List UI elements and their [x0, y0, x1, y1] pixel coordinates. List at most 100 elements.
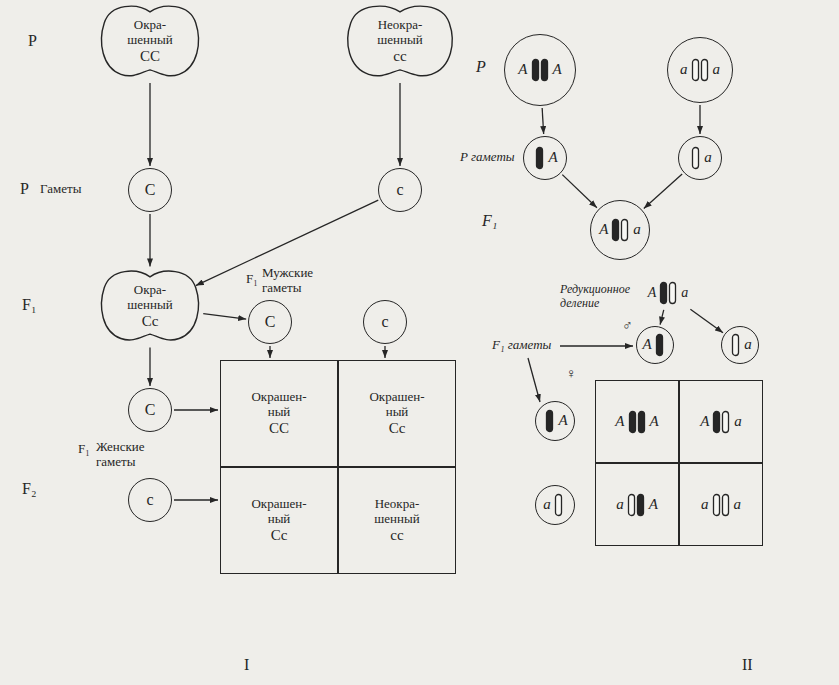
arrow-connector: [174, 499, 218, 500]
gamete-circle: c: [378, 168, 422, 212]
cell-outline: Неокра- шенныйcc: [344, 3, 456, 81]
punnett-cell: Aa: [679, 380, 763, 463]
gamete-circle: Aa: [590, 200, 650, 260]
punnett-cell: Окрашен- ныйCc: [220, 467, 338, 574]
chromosome-symbol: [712, 410, 731, 434]
node-text: C: [145, 181, 156, 199]
diagram-label: F₁ гаметы: [492, 338, 551, 353]
diagram-label: P: [476, 58, 486, 76]
chromosome-symbol: [531, 58, 550, 82]
gamete-circle: a: [678, 136, 722, 180]
gamete-circle: c: [128, 478, 172, 522]
node-text: Cc: [389, 420, 406, 437]
diagram-label: P: [28, 32, 37, 50]
node-text: Окрашен- ный: [246, 497, 312, 527]
node-text: A: [642, 336, 651, 353]
diagram-label: Мужские гаметы: [262, 266, 324, 296]
gamete-circle: C: [248, 300, 292, 344]
diagram-label: F₂: [22, 480, 36, 498]
chromosome-symbol: [611, 218, 630, 242]
arrow-connector: [542, 108, 543, 134]
node-text: Окра- шенный: [117, 18, 183, 48]
node-text: cc: [390, 527, 403, 544]
node-text: a: [734, 413, 742, 430]
diagram-label: F₁: [22, 296, 36, 314]
node-text: Окрашен- ный: [364, 390, 430, 420]
diagram-label: Женские гаметы: [96, 440, 156, 470]
chromosome-symbol: [731, 333, 741, 357]
chromosome-symbol: [659, 281, 678, 305]
gamete-circle: a: [721, 326, 759, 364]
arrow-connector: [660, 310, 664, 325]
node-text: a: [681, 285, 688, 301]
node-text: a: [744, 336, 752, 353]
punnett-cell: Неокра- шенныйcc: [338, 467, 456, 574]
chromosome-symbol: [554, 493, 564, 517]
cell-outline: Окра- шенныйCc: [98, 268, 202, 345]
diagram-label: F₁: [482, 212, 497, 230]
node-text: A: [558, 412, 567, 429]
node-text: C: [265, 313, 276, 331]
node-text: A: [518, 61, 527, 78]
arrow-connector: [399, 83, 400, 166]
node-text: a: [713, 61, 721, 78]
node-text: A: [700, 413, 709, 430]
chromosome-symbol: [691, 58, 710, 82]
gamete-circle: c: [363, 300, 407, 344]
node-text: C: [145, 401, 156, 419]
node-text: Окра- шенный: [117, 283, 183, 313]
arrow-connector: [203, 314, 246, 319]
punnett-cell: Окрашен- ныйCc: [338, 360, 456, 467]
node-text: a: [633, 221, 641, 238]
arrow-connector: [149, 83, 150, 166]
chromosome-symbol: [655, 333, 665, 357]
node-text: a: [616, 496, 624, 513]
gamete-circle: C: [128, 388, 172, 432]
gamete-circle: aa: [667, 37, 733, 103]
diagram-label: F₁: [246, 272, 258, 287]
diagram-label: P гаметы: [460, 150, 515, 165]
gamete-circle: AA: [504, 34, 576, 106]
arrow-connector: [699, 105, 700, 134]
chromosome-group: Aa: [646, 278, 691, 308]
node-text: Окрашен- ный: [246, 390, 312, 420]
gamete-circle: A: [523, 136, 567, 180]
diagram-label: Редукционное деление: [560, 283, 642, 311]
chromosome-symbol: [545, 409, 555, 433]
node-text: A: [548, 149, 557, 166]
node-text: A: [553, 61, 562, 78]
diagram-label: F₁: [78, 442, 90, 457]
chromosome-symbol: [691, 146, 701, 170]
arrow-connector: [174, 409, 218, 410]
diagram-label: ♀: [566, 366, 577, 382]
node-text: c: [381, 313, 388, 331]
gamete-circle: A: [535, 401, 575, 441]
node-text: A: [615, 413, 624, 430]
arrow-connector: [269, 346, 270, 358]
node-text: a: [701, 496, 709, 513]
diagram-label: ♂: [622, 318, 633, 334]
punnett-cell: Окрашен- ныйCC: [220, 360, 338, 467]
node-text: c: [396, 181, 403, 199]
node-text: c: [146, 491, 153, 509]
diagram-label: II: [742, 656, 753, 674]
node-text: A: [648, 285, 657, 301]
node-text: cc: [393, 48, 406, 65]
node-text: CC: [269, 420, 289, 437]
node-text: A: [650, 413, 659, 430]
leader-arrow: [560, 345, 633, 346]
arrow-connector: [149, 214, 150, 266]
node-text: CC: [140, 48, 160, 65]
punnett-cell: AA: [595, 380, 679, 463]
node-text: A: [649, 496, 658, 513]
arrow-connector: [562, 175, 597, 208]
cell-outline: Окра- шенныйCC: [98, 3, 202, 81]
node-text: Cc: [142, 313, 159, 330]
node-text: Неокра- шенный: [364, 497, 430, 527]
node-text: a: [543, 496, 551, 513]
gamete-circle: a: [535, 485, 575, 525]
node-text: Неокра- шенный: [367, 18, 433, 48]
arrow-connector: [690, 309, 723, 333]
